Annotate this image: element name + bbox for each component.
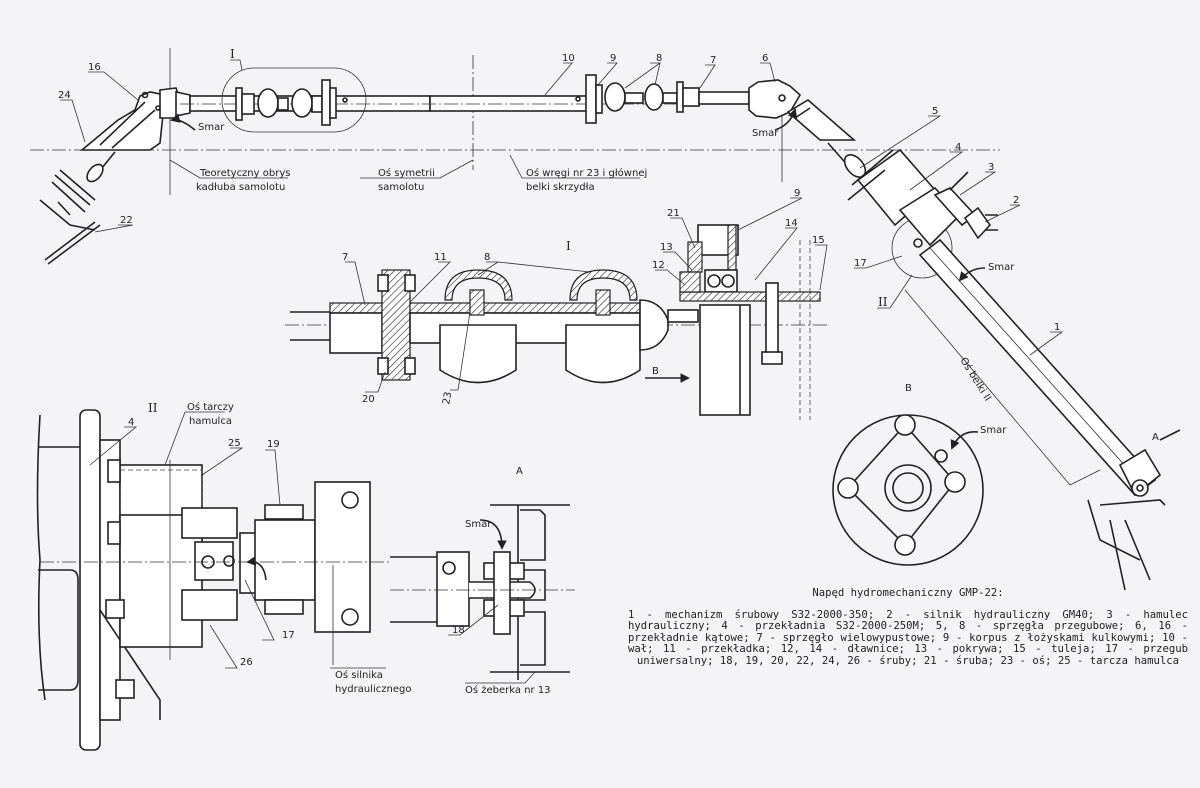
part-label-9: 9 (610, 53, 616, 64)
fuselage-outline-label-1: Teoretyczny obrys (199, 168, 290, 179)
rib-axis-label: Oś żeberka nr 13 (465, 684, 551, 696)
frame-axis-label-1: Oś wręgi nr 23 i głównej (526, 167, 647, 179)
detail-I-label-7: 7 (342, 252, 348, 263)
detail-I-title: I (566, 239, 571, 253)
detail-I-label-20: 20 (362, 394, 375, 405)
brake-disc-axis-label-1: Oś tarczy (187, 401, 234, 413)
lubricant-label-right: Smar (752, 128, 779, 139)
part-label-4: 4 (955, 142, 961, 153)
view-A-label-18: 18 (452, 625, 465, 636)
detail-II-label-17: 17 (282, 630, 295, 641)
symmetry-axis-label-1: Oś symetrii (378, 167, 435, 179)
part-label-2: 2 (1013, 195, 1019, 206)
beam-axis-label: Oś belki II (957, 355, 993, 403)
lubrication-arrow-right (774, 108, 798, 131)
part-label-7: 7 (710, 55, 716, 66)
lubrication-arrow-left (170, 113, 196, 131)
lubricant-label-left: Smar (198, 122, 225, 133)
view-B-lubricant-label: Smar (980, 425, 1007, 436)
detail-II-title: II (148, 401, 158, 415)
frame-axis-label-2: belki skrzydła (526, 182, 595, 193)
caption-title: Napęd hydromechaniczny GMP-22: (812, 587, 1004, 599)
detail-I-label-9: 9 (794, 188, 800, 199)
part-label-17: 17 (854, 258, 867, 269)
part-label-10: 10 (562, 53, 575, 64)
detail-II-label-19: 19 (267, 439, 280, 450)
part-label-8: 8 (656, 53, 662, 64)
detail-I-label-15: 15 (812, 235, 825, 246)
angle-gearbox-16 (79, 87, 181, 151)
detail-II-label-4: 4 (128, 417, 134, 428)
symmetry-axis-label-2: samolotu (378, 182, 424, 193)
view-A-lubricant-label: Smar (465, 519, 492, 530)
fuselage-outline-label-2: kadłuba samolotu (196, 182, 285, 193)
view-arrow-B-label: B (652, 366, 659, 377)
detail-I-label-12: 12 (652, 260, 665, 271)
main-shaft-10 (175, 74, 780, 126)
view-A-title: A (516, 466, 523, 477)
part-label-6: 6 (762, 53, 768, 64)
detail-I-label-11: 11 (434, 252, 447, 263)
angle-gearbox-6 (748, 79, 857, 141)
part-label-3: 3 (988, 162, 994, 173)
detail-I-label-23: 23 (441, 391, 454, 405)
detail-II-label-25: 25 (228, 438, 241, 449)
detail-I-label-14: 14 (785, 218, 798, 229)
view-arrow-A-label: A (1152, 432, 1159, 443)
detail-I-label-21: 21 (667, 208, 680, 219)
part-label-16: 16 (88, 62, 101, 73)
diagonal-transmission (827, 142, 1181, 591)
view-B: B Smar (832, 383, 1007, 566)
caption-body: 1 - mechanizm śrubowy S32-2000-350; 2 - … (628, 608, 1188, 667)
brake-disc-axis-label-2: hamulca (189, 416, 232, 427)
part-label-1: 1 (1054, 322, 1060, 333)
detail-I-envelope (221, 67, 367, 133)
detail-marker-I: I (230, 47, 235, 61)
part-label-22: 22 (120, 215, 133, 226)
caption-legend: Napęd hydromechaniczny GMP-22: 1 - mecha… (628, 587, 1188, 668)
detail-I-label-8: 8 (484, 252, 490, 263)
lubricant-label-17: Smar (988, 262, 1015, 273)
part-label-24: 24 (58, 90, 71, 101)
view-B-title: B (905, 383, 912, 394)
detail-II-label-26: 26 (240, 657, 253, 668)
motor-axis-label-1: Oś silnika (335, 669, 383, 681)
lubrication-arrow-17 (958, 267, 986, 282)
lower-left-shaft (39, 151, 116, 265)
view-A: A Smar 18 Oś żeberka nr 13 (390, 466, 575, 696)
detail-marker-II: II (878, 295, 888, 309)
detail-II-view: II (36, 401, 411, 751)
motor-axis-label-2: hydraulicznego (335, 684, 411, 695)
detail-I-section: I (285, 188, 830, 420)
detail-I-label-13: 13 (660, 242, 673, 253)
part-label-5: 5 (932, 106, 938, 117)
